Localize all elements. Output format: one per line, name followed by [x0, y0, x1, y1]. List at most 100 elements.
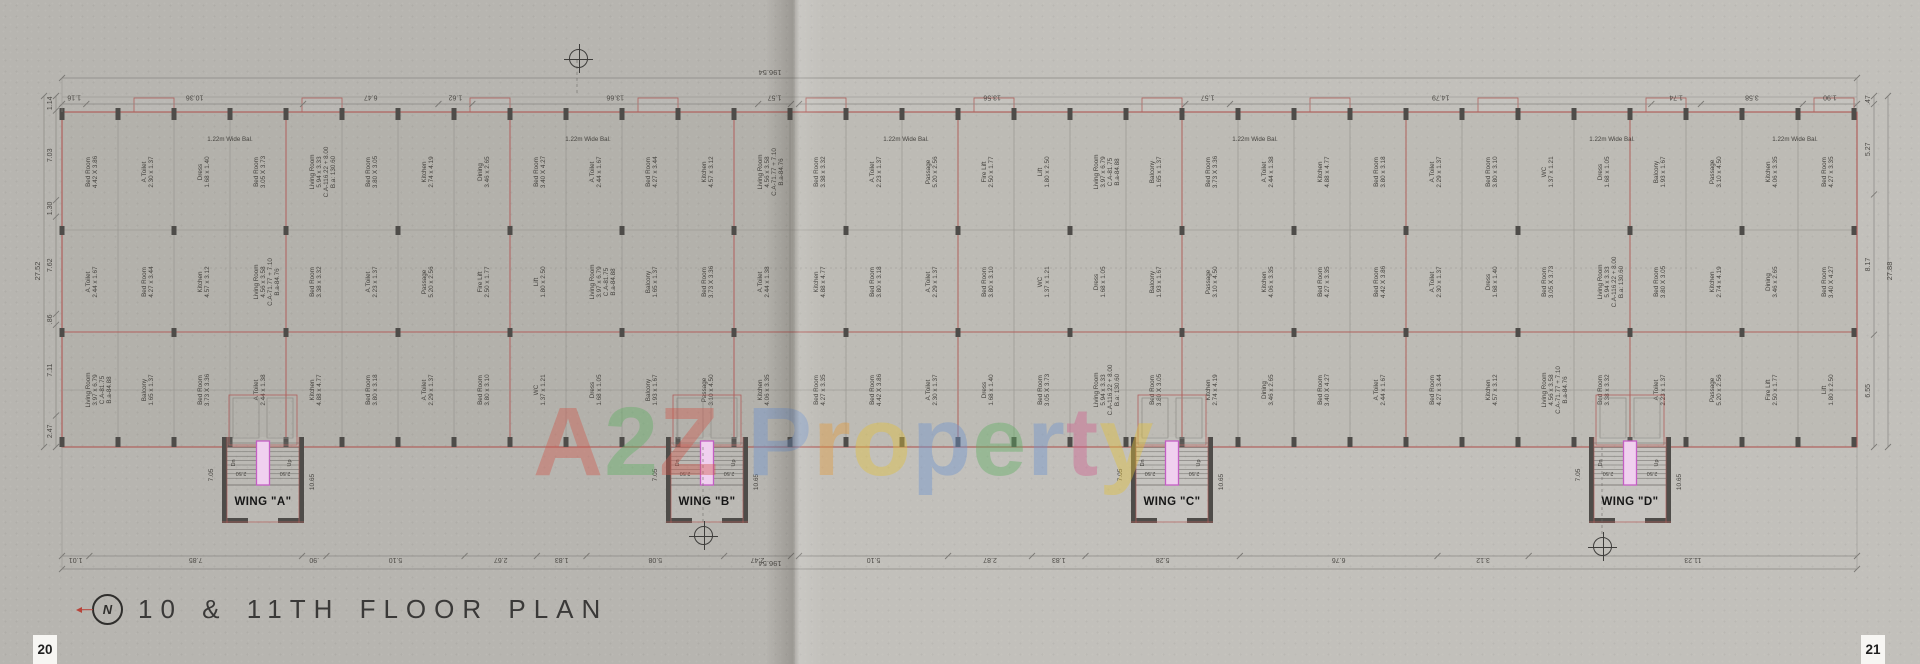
- dim-label: 13.66: [606, 94, 624, 101]
- room-label: Kitchen2.74 x 4.19: [1205, 374, 1219, 406]
- room-label: Bed Room3.80 x 3.18: [365, 374, 379, 406]
- room-label: A.Toilet2.44 x 1.38: [757, 266, 771, 298]
- room-label: Dress1.68 x 1.05: [589, 374, 603, 406]
- wing-a-label: WING "A": [234, 496, 292, 508]
- room-label: Kitchen4.57 x 3.12: [197, 266, 211, 298]
- dim-label: 7.05: [1117, 468, 1124, 481]
- dim-label: 2.47: [751, 556, 765, 563]
- room-label: A.Toilet2.44 x 1.67: [85, 266, 99, 298]
- dim-label: 14.79: [1432, 94, 1450, 101]
- dim-label: 1.14: [47, 96, 54, 110]
- room-label: Bed Room3.40 X 4.27: [1821, 265, 1835, 298]
- room-label: Bed Room3.38 x 3.32: [1597, 374, 1611, 406]
- room-label: Bed Room3.80 x 3.10: [477, 374, 491, 406]
- stair-up-label: Up: [287, 459, 293, 466]
- dim-label: 1.62: [448, 94, 462, 101]
- page-number-left: 20: [33, 635, 57, 664]
- dim-label: 10.65: [1676, 473, 1683, 490]
- room-label: A.Toilet2.23 x 1.37: [365, 266, 379, 298]
- dim-label: 5.08: [648, 556, 662, 563]
- dim-label: 7.11: [47, 364, 54, 377]
- room-label: Bed Room3.80 X 3.05: [365, 155, 379, 188]
- page-title: 10 & 11TH FLOOR PLAN: [138, 594, 609, 624]
- dim-label: 11.23: [1684, 556, 1701, 563]
- dim-label: 2.50: [1603, 470, 1614, 476]
- room-label: Living Room5.94 x 3.33C.A-116.22 + 8.00B…: [309, 146, 337, 197]
- dim-label: 3.12: [1476, 556, 1490, 563]
- stair-dn-label: Dn: [1598, 459, 1604, 466]
- room-label: Bed Room4.27 x 3.44: [141, 266, 155, 298]
- balcony-label: 1.22m Wide Bal.: [1589, 136, 1635, 143]
- dim-label: 27.88: [1885, 262, 1894, 281]
- dim-label: 2.47: [47, 424, 54, 438]
- room-label: Kitchen2.74 x 4.19: [1709, 266, 1723, 298]
- dim-label: 2.87: [983, 556, 997, 563]
- stair-dn-label: Dn: [675, 459, 681, 466]
- section-marker-bottom: [689, 521, 718, 550]
- dim-label: 2.50: [1647, 470, 1658, 476]
- dim-label: 7.62: [47, 258, 54, 272]
- room-label: Passage5.20 x 2.56: [1709, 374, 1723, 406]
- room-label: Dining3.46 x 2.65: [1765, 266, 1779, 298]
- room-label: Bed Room4.27 x 3.35: [813, 374, 827, 406]
- wing-b-label: WING "B": [678, 496, 736, 508]
- wing-d-label: WING "D": [1601, 496, 1659, 508]
- dim-label: 196.54: [759, 559, 782, 568]
- room-label: Bed Room3.80 x 3.18: [1373, 156, 1387, 188]
- room-label: Bed Room3.38 x 3.32: [309, 266, 323, 298]
- room-label: Bed Room4.42 X 3.86: [85, 155, 99, 188]
- room-label: A.Toilet2.29 x 1.37: [421, 374, 435, 406]
- room-label: Kitchen4.88 x 4.77: [309, 374, 323, 406]
- dim-label: 7.05: [208, 468, 215, 481]
- room-label: Living Room3.97 x 6.79C.A-81.75B.a-84.88: [1093, 155, 1121, 190]
- room-label: Balcony1.65 x 1.37: [1149, 156, 1163, 188]
- dim-label: 2.50: [280, 470, 291, 476]
- room-label: Bed Room3.05 X 3.73: [253, 155, 267, 188]
- room-label: Living Room3.97 x 6.79C.A-81.75B.a-84.88: [589, 265, 617, 300]
- dim-label: 7.85: [189, 556, 203, 563]
- room-label: Living Room5.94 x 3.33C.A-116.22 + 8.00B…: [1597, 256, 1625, 307]
- room-label: Dress1.68 x 1.40: [197, 156, 211, 188]
- room-label: Fire Lift2.50 x 1.77: [981, 156, 995, 188]
- dim-label: 2.50: [680, 470, 691, 476]
- dim-label: 2.50: [236, 470, 247, 476]
- dim-label: 196.54: [759, 68, 782, 77]
- dim-label: 10.65: [753, 473, 760, 490]
- room-label: Passage5.20 x 2.56: [421, 266, 435, 298]
- room-label: Dress1.68 x 1.05: [1093, 266, 1107, 298]
- room-label: A.Toilet2.30 x 1.37: [925, 374, 939, 406]
- dim-label: 27.52: [33, 262, 42, 281]
- dim-label: 5.27: [1865, 142, 1872, 156]
- dim-label: 6.47: [364, 94, 378, 101]
- dim-label: 7.03: [47, 148, 54, 162]
- room-label: A.Toilet2.44 x 1.38: [253, 374, 267, 406]
- room-label: A.Toilet2.23 x 1.37: [1653, 374, 1667, 406]
- room-label: Balcony1.65 x 1.37: [141, 374, 155, 406]
- stair-dn-label: Dn: [1140, 459, 1146, 466]
- room-label: Passage5.20 x 2.56: [925, 156, 939, 188]
- plan-title-block: N 10 & 11TH FLOOR PLAN: [92, 594, 608, 625]
- dim-label: 1.30: [47, 202, 54, 216]
- room-label: Bed Room3.40 X 4.27: [1317, 373, 1331, 406]
- room-label: Bed Room3.05 X 3.73: [1037, 373, 1051, 406]
- dim-label: 1.74: [1669, 94, 1683, 101]
- dim-label: 1.57: [768, 94, 782, 101]
- room-label: Bed Room4.27 x 3.44: [645, 156, 659, 188]
- room-label: Passage3.10 x 4.50: [1709, 156, 1723, 188]
- stair-up-label: Up: [731, 459, 737, 466]
- room-label: Bed Room3.73 X 3.36: [197, 373, 211, 406]
- room-label: Living Room5.94 x 3.33C.A-116.22 + 8.00B…: [1093, 364, 1121, 415]
- room-label: Living Room4.56 x 3.58C.A-71.77 + 7.10B.…: [757, 148, 785, 196]
- dim-label: 5.10: [389, 556, 403, 563]
- room-label: Bed Room3.80 X 3.05: [1653, 265, 1667, 298]
- room-label: Lift1.80 x 2.50: [533, 266, 547, 298]
- room-label: Lift1.80 x 2.50: [1821, 374, 1835, 406]
- room-label: A.Toilet2.23 x 1.37: [869, 156, 883, 188]
- room-label: Kitchen4.57 x 3.12: [701, 156, 715, 188]
- stair-up-label: Up: [1654, 459, 1660, 466]
- dim-label: 8.17: [1865, 258, 1872, 272]
- room-label: A.Toilet2.44 x 1.67: [1373, 374, 1387, 406]
- dim-label: 2.50: [1189, 470, 1200, 476]
- room-label: Bed Room3.80 X 3.05: [1149, 373, 1163, 406]
